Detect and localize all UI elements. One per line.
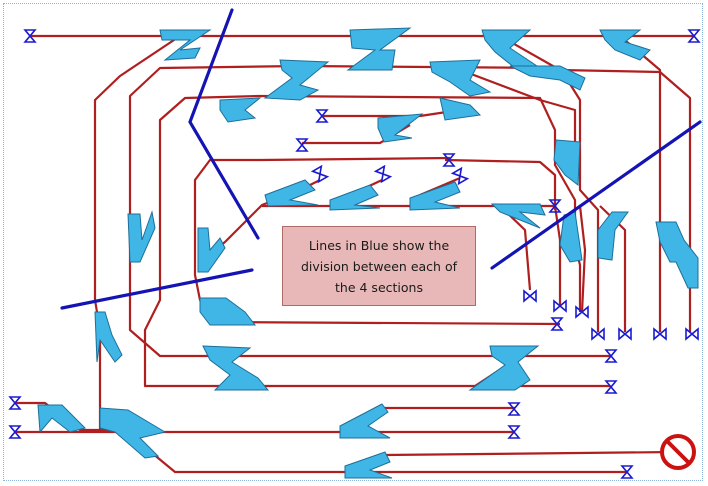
turnout-icon <box>553 139 581 186</box>
turnout-icon <box>377 113 424 143</box>
turnout-icon <box>127 210 156 263</box>
turnout-icon <box>159 29 212 61</box>
turnout-icon <box>99 407 167 459</box>
turnout-icon <box>490 203 546 229</box>
buffer-stop-icon <box>295 138 309 152</box>
buffer-stop-icon <box>575 305 589 319</box>
buffer-stop-icon <box>23 29 37 43</box>
buffer-stop-icon <box>687 29 701 43</box>
turnouts <box>37 27 699 479</box>
section-note: Lines in Blue show the division between … <box>282 226 476 306</box>
buffer-stop-icon <box>310 164 330 184</box>
turnout-icon <box>599 29 651 61</box>
turnout-icon <box>409 181 461 211</box>
buffer-stop-icon <box>618 327 632 341</box>
turnout-icon <box>597 211 629 261</box>
turnout-icon <box>468 345 540 391</box>
buffer-stop-icon <box>450 166 470 186</box>
turnout-icon <box>655 221 699 289</box>
buffer-stop-icon <box>553 299 567 313</box>
buffer-stop-icon <box>653 327 667 341</box>
buffer-stop-icon <box>8 425 22 439</box>
turnout-icon <box>439 97 482 121</box>
turnout-icon <box>344 451 393 479</box>
turnout-icon <box>264 179 319 207</box>
turnout-icon <box>329 184 381 211</box>
buffer-stop-icon <box>442 153 456 167</box>
turnout-icon <box>429 59 492 97</box>
buffer-stop-icon <box>550 317 564 331</box>
no-entry-icon <box>660 434 696 470</box>
turnout-icon <box>509 65 586 91</box>
turnout-icon <box>263 59 330 101</box>
section-divider-top-left <box>188 8 260 240</box>
track-loop-2-inner <box>449 64 577 150</box>
turnout-icon <box>339 403 391 439</box>
track-inner-right-4 <box>599 205 627 332</box>
track-outer-right <box>499 35 692 332</box>
buffer-stop-icon <box>523 289 537 303</box>
turnout-icon <box>346 27 412 71</box>
buffer-stop-icon <box>507 402 521 416</box>
track-spur-1 <box>322 108 461 118</box>
buffer-stop-icon <box>620 465 634 479</box>
turnout-icon <box>94 311 123 363</box>
buffer-stop-icon <box>685 327 699 341</box>
turnout-icon <box>197 227 226 273</box>
buffer-stop-icon <box>315 109 329 123</box>
section-divider-left <box>60 268 254 310</box>
buffer-stops <box>8 29 701 479</box>
section-divider-right <box>490 120 702 270</box>
buffer-stop-icon <box>507 425 521 439</box>
section-note-text: Lines in Blue show the division between … <box>301 237 457 295</box>
turnout-icon <box>202 345 270 391</box>
buffer-stop-icon <box>604 349 618 363</box>
turnout-icon <box>199 297 257 326</box>
buffer-stop-icon <box>373 164 393 184</box>
turnout-icon <box>37 404 86 434</box>
track-loop-3-right <box>259 94 582 312</box>
turnout-icon <box>219 97 262 123</box>
buffer-stop-icon <box>548 199 562 213</box>
buffer-stop-icon <box>604 380 618 394</box>
buffer-stop-icon <box>591 327 605 341</box>
track-inner-right-3 <box>578 205 587 313</box>
buffer-stop-icon <box>8 396 22 410</box>
section-divider-lines <box>60 8 702 310</box>
track-inner-right-2 <box>553 205 562 305</box>
track-inner-loop-2 <box>444 158 557 210</box>
track-loop-3 <box>143 94 610 388</box>
diagram-frame <box>3 3 703 481</box>
